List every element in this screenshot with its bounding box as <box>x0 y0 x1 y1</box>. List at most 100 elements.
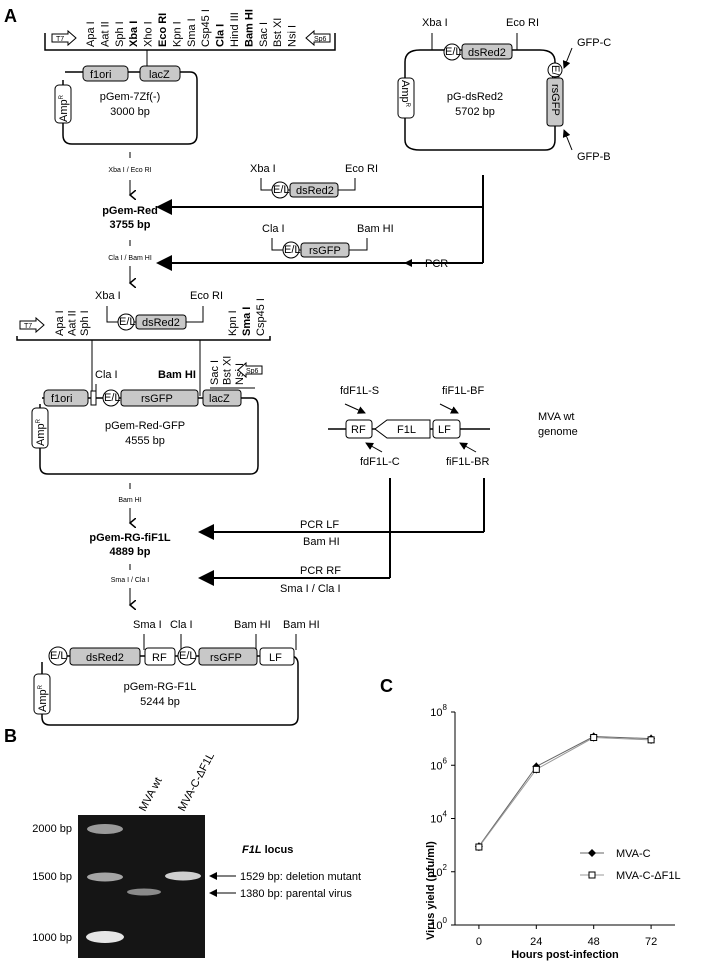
mcs-bracket <box>16 336 271 341</box>
lacz-box <box>139 65 181 82</box>
dsred2-label: dsRed2 <box>468 47 506 59</box>
x-tick-label: 72 <box>645 936 657 948</box>
eco-label: Eco RI <box>190 290 223 302</box>
ampr-label: AmpR <box>37 684 49 712</box>
rsgfp-box <box>546 77 564 127</box>
fibf-arrow <box>439 403 459 414</box>
series-line <box>478 736 652 847</box>
spacer <box>90 390 97 406</box>
pgemrgfi-name: pGem-RG-fiF1L <box>89 532 171 544</box>
dsred2-box <box>135 314 187 330</box>
restriction-site-label: Aat II <box>67 310 79 336</box>
el-label: E/L <box>445 46 462 58</box>
restriction-site-label: Bst XI <box>272 18 284 47</box>
restriction-site-label: Nsi I <box>287 25 299 47</box>
marker-2000: 2000 bp <box>32 823 72 835</box>
restriction-site-label: Bam HI <box>243 9 255 47</box>
pgemrgfi-size: 4889 bp <box>110 546 151 558</box>
ampr-label: AmpR <box>58 94 70 122</box>
f1l-gene <box>374 419 431 439</box>
ampr-label-2: AmpR <box>399 80 411 108</box>
y-axis-label: Virus yield (pfu/ml) <box>425 841 437 940</box>
lacz-label: lacZ <box>149 69 170 81</box>
fds-arrow <box>344 403 366 414</box>
parental-label: 1380 bp: parental virus <box>240 888 352 900</box>
band-parental <box>127 888 161 896</box>
cla-label: Cla I <box>170 619 193 631</box>
sp6-label: Sp6 <box>246 368 259 375</box>
lf-label: LF <box>438 424 451 436</box>
band-deletion <box>165 871 201 881</box>
y-tick-label: 104 <box>430 810 447 826</box>
rsgfp-label: rsGFP <box>210 652 242 664</box>
el-promoter <box>443 43 461 61</box>
el2-promoter <box>547 62 563 78</box>
panel-a-label: A <box>4 6 17 26</box>
eco-label: Eco RI <box>506 17 539 29</box>
el1-label: E/L <box>50 650 67 662</box>
pgdsred2-size: 5702 bp <box>455 106 495 118</box>
y-tick-label: 106 <box>430 756 447 772</box>
restriction-site-label: Apa I <box>85 21 97 47</box>
pcr-lf-enzyme: Bam HI <box>303 536 340 548</box>
genome-label-2: genome <box>538 426 578 438</box>
pgdsred2-backbone <box>404 49 556 151</box>
pgdsred2-plasmid: Xba I Eco RI E/L dsRed2 AmpR pG-dsRed2 5… <box>397 17 611 163</box>
fibr-arrow <box>459 442 477 453</box>
dsred2-box <box>461 43 513 60</box>
restriction-site-label: Kpn I <box>171 21 183 47</box>
el-promoter <box>271 181 289 199</box>
restriction-site-label: Hind III <box>229 12 241 47</box>
data-point <box>647 736 655 744</box>
pgdsred2-name: pG-dsRed2 <box>447 91 503 103</box>
ladder-band-1500 <box>87 872 123 882</box>
el2-label: E/L <box>549 65 561 82</box>
restriction-site-label: Sma I <box>186 18 198 47</box>
restriction-site-label: Aat II <box>99 21 111 47</box>
restriction-site-label: Xba I <box>128 21 140 47</box>
gel-panel: MVA wt MVA-C-ΔF1L 2000 bp 1500 bp 1000 b… <box>32 751 361 958</box>
restriction-site-label: Apa I <box>54 310 66 336</box>
ampr-box <box>54 84 72 124</box>
rf-box <box>345 419 373 439</box>
f1ori-box <box>82 65 129 82</box>
el-label: E/L <box>284 244 301 256</box>
data-point <box>532 765 540 773</box>
xba-label: Xba I <box>422 17 448 29</box>
f1l-label: F1L <box>397 424 416 436</box>
pgemredgfp-name: pGem-Red-GFP <box>105 420 185 432</box>
el1-promoter <box>48 646 68 666</box>
el-label: E/L <box>119 316 136 328</box>
el-label: E/L <box>273 184 290 196</box>
ampr-box <box>397 77 415 119</box>
bam1-label: Bam HI <box>234 619 271 631</box>
lane-mva-c-df1l: MVA-C-ΔF1L <box>176 751 217 814</box>
ladder-band-2000 <box>87 824 123 834</box>
ladder-band-1000 <box>86 931 124 943</box>
pgem7-t7-promoter: T7 <box>51 29 77 47</box>
lf-label: LF <box>269 652 282 664</box>
bam-label: Bam HI <box>158 369 196 381</box>
dsred2-label: dsRed2 <box>86 652 124 664</box>
pgem7-sp6-promoter: Sp6 <box>305 29 331 47</box>
genome-label-1: MVA wt <box>538 411 574 423</box>
restriction-site-label: Bst XI <box>222 356 234 385</box>
lacz-label: lacZ <box>209 393 230 405</box>
restriction-site-label: Sph I <box>114 21 126 47</box>
data-point <box>475 843 483 851</box>
el2-label: E/L <box>179 650 196 662</box>
series-line <box>478 737 652 848</box>
restriction-site-label: Eco RI <box>157 13 169 47</box>
rf-label: RF <box>152 652 167 664</box>
frag-cla-label: Cla I <box>262 223 285 235</box>
dsred2-label: dsRed2 <box>296 185 334 197</box>
final-name: pGem-RG-F1L <box>124 681 197 693</box>
rf-label: RF <box>351 424 366 436</box>
legend-label: MVA-C-ΔF1L <box>616 870 681 882</box>
pgem7-size: 3000 bp <box>110 106 150 118</box>
panel-c-label: C <box>380 676 393 696</box>
